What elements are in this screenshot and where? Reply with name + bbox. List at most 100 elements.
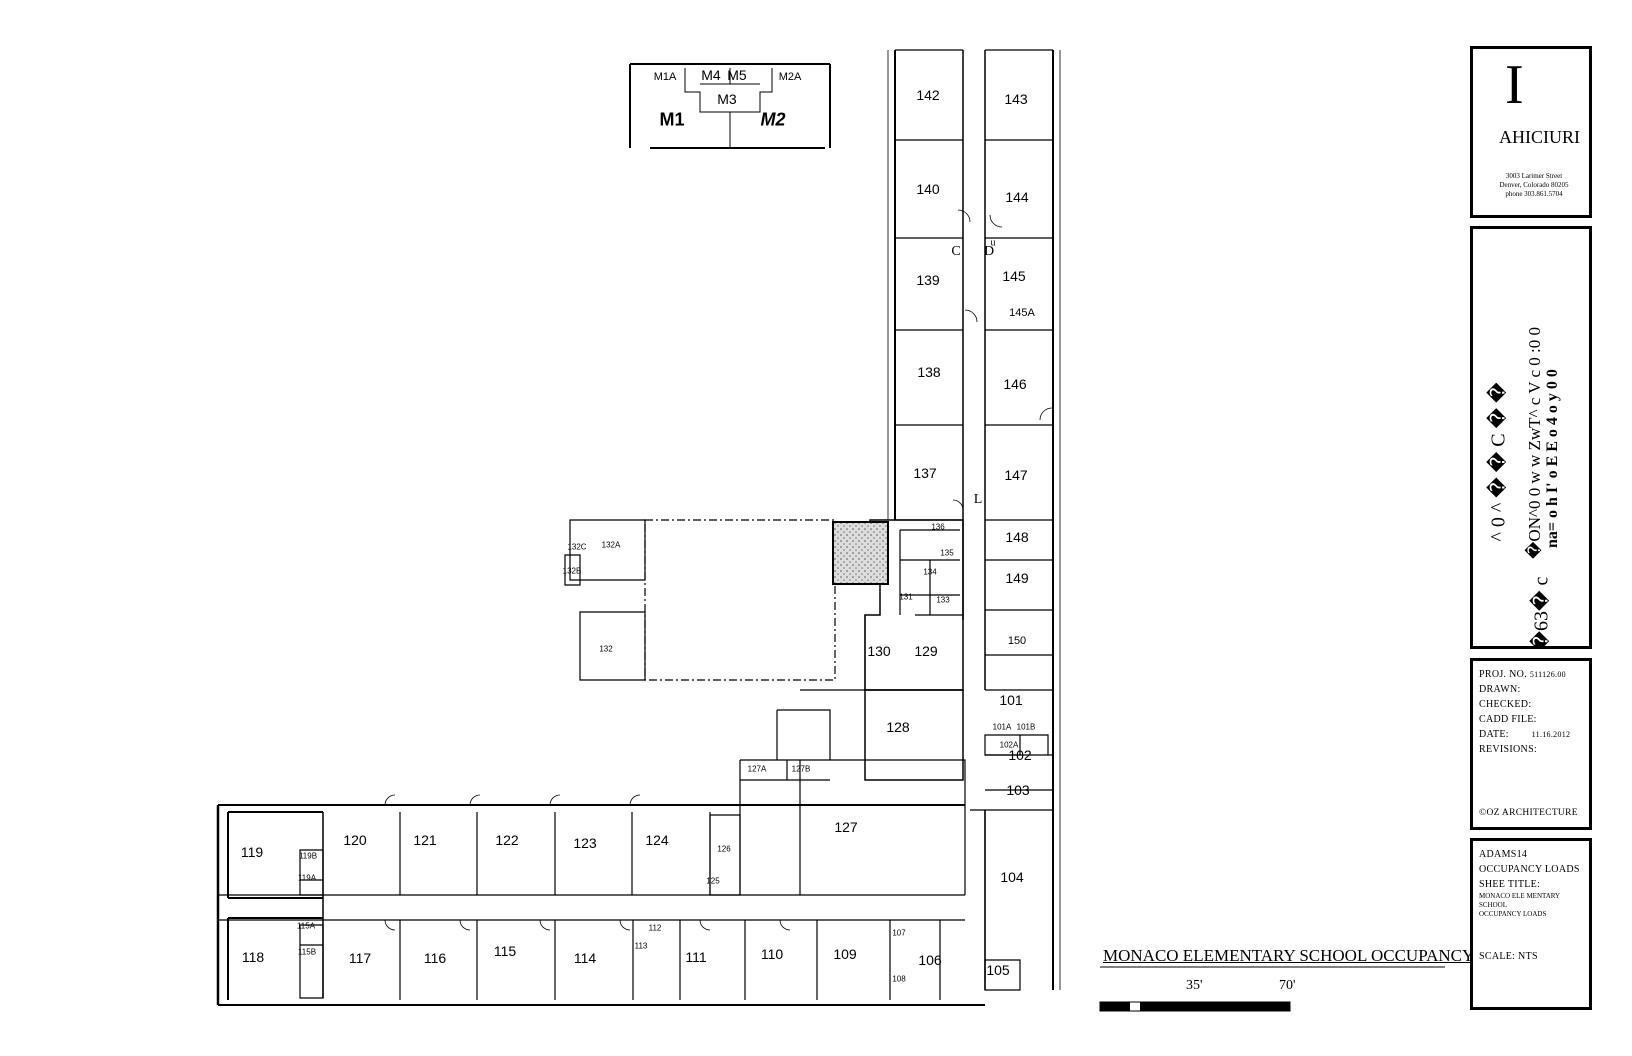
firm-logo-name: AHICIURI bbox=[1499, 127, 1580, 147]
room-label-134: 134 bbox=[923, 567, 937, 577]
room-label-119: 119 bbox=[240, 844, 264, 860]
checked-label: CHECKED: bbox=[1479, 699, 1532, 710]
stamp-text-col4: na= o h I' o E E o 4 o y 0 0 bbox=[1544, 369, 1561, 548]
room-label-145a: 145A bbox=[1009, 307, 1035, 319]
room-label-102: 102 bbox=[1008, 747, 1032, 763]
scale-mark-35: 35' bbox=[1186, 978, 1203, 993]
room-label-132b: 132B bbox=[562, 566, 582, 576]
room-label-145: 145 bbox=[1002, 268, 1026, 284]
modular-label-m5: M5 bbox=[727, 67, 747, 83]
room-label-108: 108 bbox=[892, 974, 906, 984]
room-label-101: 101 bbox=[999, 692, 1023, 708]
room-label-132c: 132C bbox=[567, 542, 587, 552]
gym-outline bbox=[644, 519, 836, 681]
room-label-117: 117 bbox=[348, 950, 372, 966]
modular-label-m1a: M1A bbox=[653, 71, 677, 83]
cadd-file-label: CADD FILE: bbox=[1479, 714, 1537, 725]
modular-label-m2: M2 bbox=[760, 109, 786, 130]
date-value: 11.16.2012 bbox=[1531, 730, 1571, 739]
room-label-140: 140 bbox=[916, 181, 940, 197]
room-label-124: 124 bbox=[645, 832, 669, 848]
room-label-130: 130 bbox=[867, 643, 891, 659]
stamp-text-col3: �63� c bbox=[1530, 576, 1553, 649]
room-label-137: 137 bbox=[913, 465, 937, 481]
stage-block bbox=[564, 519, 889, 681]
room-label-118: 118 bbox=[241, 949, 265, 965]
door-swings bbox=[384, 794, 791, 931]
room-label-131: 131 bbox=[899, 592, 913, 602]
modular-label-m4: M4 bbox=[701, 67, 721, 83]
room-label-112: 112 bbox=[648, 923, 662, 933]
room-label-138: 138 bbox=[917, 364, 941, 380]
room-label-148: 148 bbox=[1005, 529, 1029, 545]
firm-address-line2: Denver, Colorado 80205 bbox=[1499, 181, 1569, 189]
room-label-139: 139 bbox=[916, 272, 940, 288]
room-label-115b: 115B bbox=[297, 947, 317, 957]
room-label-146: 146 bbox=[1003, 376, 1027, 392]
title-block-sheet: ADAMS14 OCCUPANCY LOADS SHEE TITLE: MONA… bbox=[1470, 838, 1592, 1010]
room-label-109: 109 bbox=[833, 946, 857, 962]
room-label-101a: 101A bbox=[992, 722, 1012, 732]
scale-label: SCALE: NTS bbox=[1479, 951, 1538, 962]
corridor-mark-c: C bbox=[951, 244, 961, 259]
room-label-113: 113 bbox=[634, 941, 648, 951]
room-label-121: 121 bbox=[413, 832, 437, 848]
room-label-122: 122 bbox=[495, 832, 519, 848]
room-label-103: 103 bbox=[1006, 782, 1030, 798]
room-label-105: 105 bbox=[986, 962, 1010, 978]
room-label-132a: 132A bbox=[601, 540, 621, 550]
modular-label-m1: M1 bbox=[659, 109, 685, 130]
sheet-subtitle: OCCUPANCY LOADS bbox=[1479, 864, 1580, 875]
room-label-125: 125 bbox=[706, 876, 720, 886]
revisions-label: REVISIONS: bbox=[1479, 744, 1538, 755]
room-label-115a: 115A bbox=[296, 921, 316, 931]
room-label-127: 127 bbox=[834, 819, 858, 835]
room-label-147: 147 bbox=[1004, 467, 1028, 483]
room-label-114: 114 bbox=[573, 950, 597, 966]
date-label: DATE: bbox=[1479, 729, 1509, 740]
room-label-115: 115 bbox=[493, 943, 517, 959]
title-block-logo: I AHICIURI 3003 Larimer Street Denver, C… bbox=[1470, 46, 1592, 218]
title-block-stamp: ^ 0 ^ � � C � � �ON^0 0 w w ZwT^ c V c 0… bbox=[1470, 226, 1592, 649]
room-label-143: 143 bbox=[1004, 91, 1028, 107]
corridor-mark-d: D bbox=[983, 244, 995, 259]
room-label-127b: 127B bbox=[791, 764, 811, 774]
scale-bar bbox=[1099, 966, 1445, 1012]
corridor-mark-l: L bbox=[973, 492, 983, 507]
room-label-107: 107 bbox=[892, 928, 906, 938]
room-label-150: 150 bbox=[1007, 635, 1027, 647]
room-label-123: 123 bbox=[573, 835, 597, 851]
copyright-text: ©OZ ARCHITECTURE bbox=[1479, 808, 1578, 818]
proj-no-label: PROJ. NO. bbox=[1479, 669, 1527, 680]
room-label-104: 104 bbox=[1000, 869, 1024, 885]
scale-mark-70: 70' bbox=[1279, 978, 1296, 993]
room-label-129: 129 bbox=[914, 643, 938, 659]
modular-label-m2a: M2A bbox=[778, 71, 802, 83]
room-label-127a: 127A bbox=[747, 764, 767, 774]
room-label-119b: 119B bbox=[298, 851, 318, 861]
room-label-101b: 101B bbox=[1016, 722, 1036, 732]
room-label-111: 111 bbox=[685, 949, 707, 965]
room-label-106: 106 bbox=[918, 952, 942, 968]
east-strip bbox=[970, 689, 1053, 991]
corridor-mark-u: u bbox=[990, 237, 996, 249]
stamp-text-col2: �ON^0 0 w w ZwT^ c V c 0 :0 0 bbox=[1525, 326, 1544, 559]
sheet-title-label: SHEE TITLE: bbox=[1479, 879, 1541, 890]
room-label-119a: 119A bbox=[297, 873, 317, 883]
drawn-label: DRAWN: bbox=[1479, 684, 1521, 695]
room-label-126: 126 bbox=[717, 844, 731, 854]
room-label-132: 132 bbox=[599, 644, 613, 654]
room-label-120: 120 bbox=[343, 832, 367, 848]
room-label-116: 116 bbox=[423, 950, 447, 966]
firm-address-line1: 3003 Larimer Street bbox=[1505, 172, 1563, 180]
room-label-102a: 102A bbox=[999, 740, 1019, 750]
room-label-149: 149 bbox=[1005, 570, 1029, 586]
modular-building bbox=[629, 63, 831, 149]
sheet-title-value1: MONACO ELE MENTARY SCHOOL bbox=[1479, 892, 1560, 909]
firm-logo-mark: I bbox=[1505, 54, 1524, 116]
title-block-project: PROJ. NO. 511126.00 DRAWN: CHECKED: CADD… bbox=[1470, 658, 1592, 830]
room-label-142: 142 bbox=[916, 87, 940, 103]
firm-phone: phone 303.861.5704 bbox=[1505, 190, 1563, 198]
sheet-title-value2: OCCUPANCY LOADS bbox=[1479, 910, 1547, 918]
